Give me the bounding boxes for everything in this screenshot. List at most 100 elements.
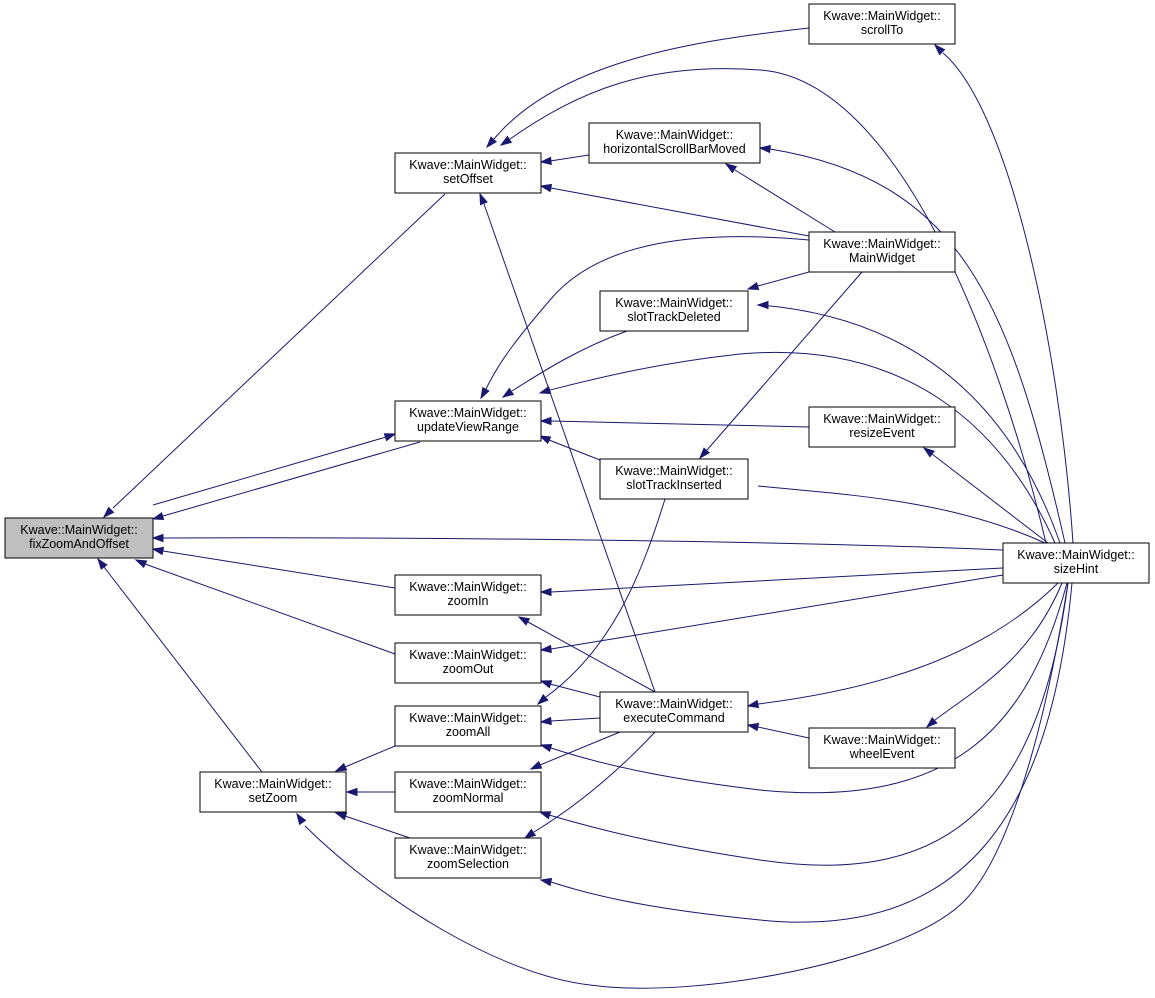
node-fixZoomAndOffset[interactable]: Kwave::MainWidget::fixZoomAndOffset [4,517,154,559]
node-namespace-label: Kwave::MainWidget:: [823,412,940,426]
arrowhead [539,183,553,193]
node-setZoom[interactable]: Kwave::MainWidget::setZoom [199,771,347,813]
edge-executeCommand-to-setOffset [479,192,656,693]
node-zoomNormal[interactable]: Kwave::MainWidget::zoomNormal [394,771,542,813]
edge-line [162,537,1004,551]
node-method-label: horizontalScrollBarMoved [603,142,745,156]
arrowhead [536,693,549,706]
node-method-label: setOffset [443,172,493,186]
node-box[interactable] [394,771,542,813]
node-method-label: sizeHint [1054,562,1099,576]
node-slotTrackInserted[interactable]: Kwave::MainWidget::slotTrackInserted [599,458,749,500]
node-resizeEvent[interactable]: Kwave::MainWidget::resizeEvent [808,406,956,448]
edge-line [757,485,1046,544]
node-zoomAll[interactable]: Kwave::MainWidget::zoomAll [394,705,542,747]
edge-resizeEvent-to-updateViewRange [539,416,810,428]
arrowhead [501,387,515,398]
edge-line [550,567,1004,593]
node-method-label: scrollTo [861,23,903,37]
node-zoomIn[interactable]: Kwave::MainWidget::zoomIn [394,574,542,616]
edge-fixZoomAndOffset-to-updateViewRange [152,433,397,506]
edge-zoomNormal-to-setZoom [345,787,395,797]
node-zoomSelection[interactable]: Kwave::MainWidget::zoomSelection [394,837,542,879]
node-box[interactable] [808,727,956,769]
node-method-label: executeCommand [623,711,724,725]
arrowhead [756,300,769,310]
node-setOffset[interactable]: Kwave::MainWidget::setOffset [394,152,542,194]
node-box[interactable] [394,642,542,684]
edge-zoomIn-to-fixZoomAndOffset [151,546,396,589]
edge-line [769,148,1066,544]
node-box[interactable] [394,837,542,879]
arrowhead [134,559,148,569]
node-slotTrackDeleted[interactable]: Kwave::MainWidget::slotTrackDeleted [599,290,749,332]
node-box[interactable] [394,705,542,747]
node-updateViewRange[interactable]: Kwave::MainWidget::updateViewRange [394,400,542,442]
node-box[interactable] [394,152,542,194]
edge-line [152,436,387,506]
node-box[interactable] [588,122,761,164]
node-box[interactable] [394,574,542,616]
edge-line [493,27,810,140]
arrowhead [746,281,760,291]
node-scrollTo[interactable]: Kwave::MainWidget::scrollTo [808,3,956,45]
edge-MainWidget-to-horizontalScrollBarMoved [724,163,836,233]
edge-slotTrackDeleted-to-updateViewRange [501,330,628,398]
node-namespace-label: Kwave::MainWidget:: [823,9,940,23]
node-namespace-label: Kwave::MainWidget:: [409,648,526,662]
arrowhead [517,616,531,626]
node-method-label: fixZoomAndOffset [29,537,129,551]
arrowhead [925,716,938,729]
edge-line [734,169,836,233]
node-box[interactable] [4,517,154,559]
edge-MainWidget-to-setOffset [539,183,810,237]
edge-MainWidget-to-updateViewRange [480,236,810,400]
node-box[interactable] [199,771,347,813]
edge-line [550,187,810,237]
edge-updateViewRange-to-fixZoomAndOffset [151,441,421,521]
node-box[interactable] [808,3,956,45]
arrowhead [383,433,397,442]
edge-line [706,271,863,451]
edge-line [511,330,628,392]
node-box[interactable] [599,691,749,733]
arrowhead [479,192,488,206]
arrowhead [746,699,760,709]
arrowhead [746,722,760,732]
node-MainWidget[interactable]: Kwave::MainWidget::MainWidget [808,231,956,273]
node-horizontalScrollBarMoved[interactable]: Kwave::MainWidget::horizontalScrollBarMo… [588,122,761,164]
node-sizeHint[interactable]: Kwave::MainWidget::sizeHint [1002,542,1150,584]
node-box[interactable] [394,400,542,442]
node-namespace-label: Kwave::MainWidget:: [1017,548,1134,562]
edge-zoomAll-to-setZoom [334,745,396,772]
arrowhead [345,787,358,797]
arrowhead [538,811,552,820]
node-method-label: slotTrackInserted [626,478,721,492]
arrowhead [724,163,738,174]
edge-line [103,566,263,773]
edge-executeCommand-to-zoomOut [539,680,601,698]
node-box[interactable] [599,458,749,500]
edge-zoomOut-to-fixZoomAndOffset [134,559,396,655]
node-box[interactable] [808,231,956,273]
edge-line [549,154,590,162]
node-box[interactable] [1002,542,1150,584]
edge-line [509,68,1047,544]
node-zoomOut[interactable]: Kwave::MainWidget::zoomOut [394,642,542,684]
arrowhead [334,812,348,821]
arrowhead [102,506,115,519]
edge-line [931,453,1049,544]
node-wheelEvent[interactable]: Kwave::MainWidget::wheelEvent [808,727,956,769]
node-executeCommand[interactable]: Kwave::MainWidget::executeCommand [599,691,749,733]
node-box[interactable] [808,406,956,448]
edge-MainWidget-to-slotTrackDeleted [746,271,810,291]
node-namespace-label: Kwave::MainWidget:: [615,464,732,478]
arrowhead [539,156,552,166]
node-box[interactable] [599,290,749,332]
edge-sizeHint-to-slotTrackDeleted [756,300,1061,544]
edge-line [942,52,1074,544]
edge-sizeHint-to-scrollTo [933,43,1074,544]
edge-sizeHint-to-zoomAll [539,582,1068,794]
arrowhead [499,135,513,146]
arrowhead [539,644,552,654]
